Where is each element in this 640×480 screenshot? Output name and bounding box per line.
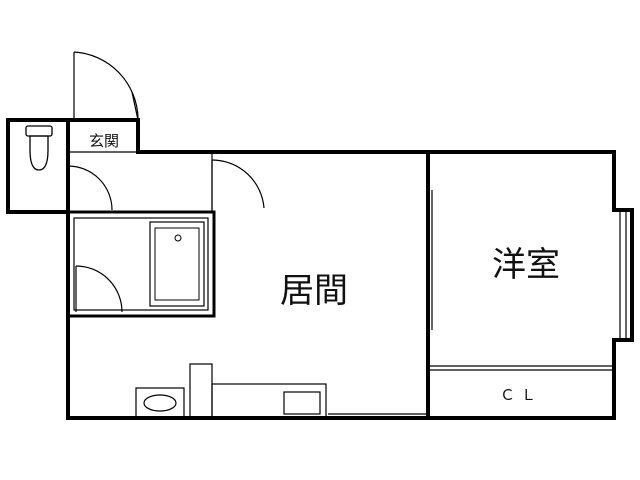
bath-door-arc — [75, 265, 123, 313]
stove — [283, 391, 321, 415]
top-wall — [66, 118, 616, 154]
bathroom-walls — [66, 210, 216, 318]
kitchen-counter — [211, 383, 327, 419]
bathtub-inner — [154, 227, 200, 301]
thin-lines — [68, 151, 627, 415]
bathroom-unit — [66, 210, 216, 318]
entrance-label: 玄関 — [89, 132, 119, 150]
toilet-icon — [25, 125, 53, 171]
bathtub — [149, 221, 205, 307]
living-door-arc — [211, 159, 265, 209]
closet-label: ＣＬ — [500, 386, 542, 404]
western-room-label: 洋室 — [492, 245, 560, 285]
toilet-walls — [6, 118, 70, 214]
right-wall — [612, 150, 634, 420]
sink-counter — [135, 387, 185, 419]
entrance-door-jamb — [131, 91, 139, 121]
bathroom-inner — [73, 217, 209, 311]
toilet-door-arc — [67, 165, 113, 211]
sink-basin — [143, 394, 177, 412]
doors — [67, 51, 265, 313]
entrance-door-arc — [73, 51, 139, 119]
kitchen — [135, 363, 327, 419]
living-room-label: 居間 — [280, 271, 348, 311]
drain-icon — [174, 234, 182, 242]
fridge-space — [189, 363, 213, 419]
